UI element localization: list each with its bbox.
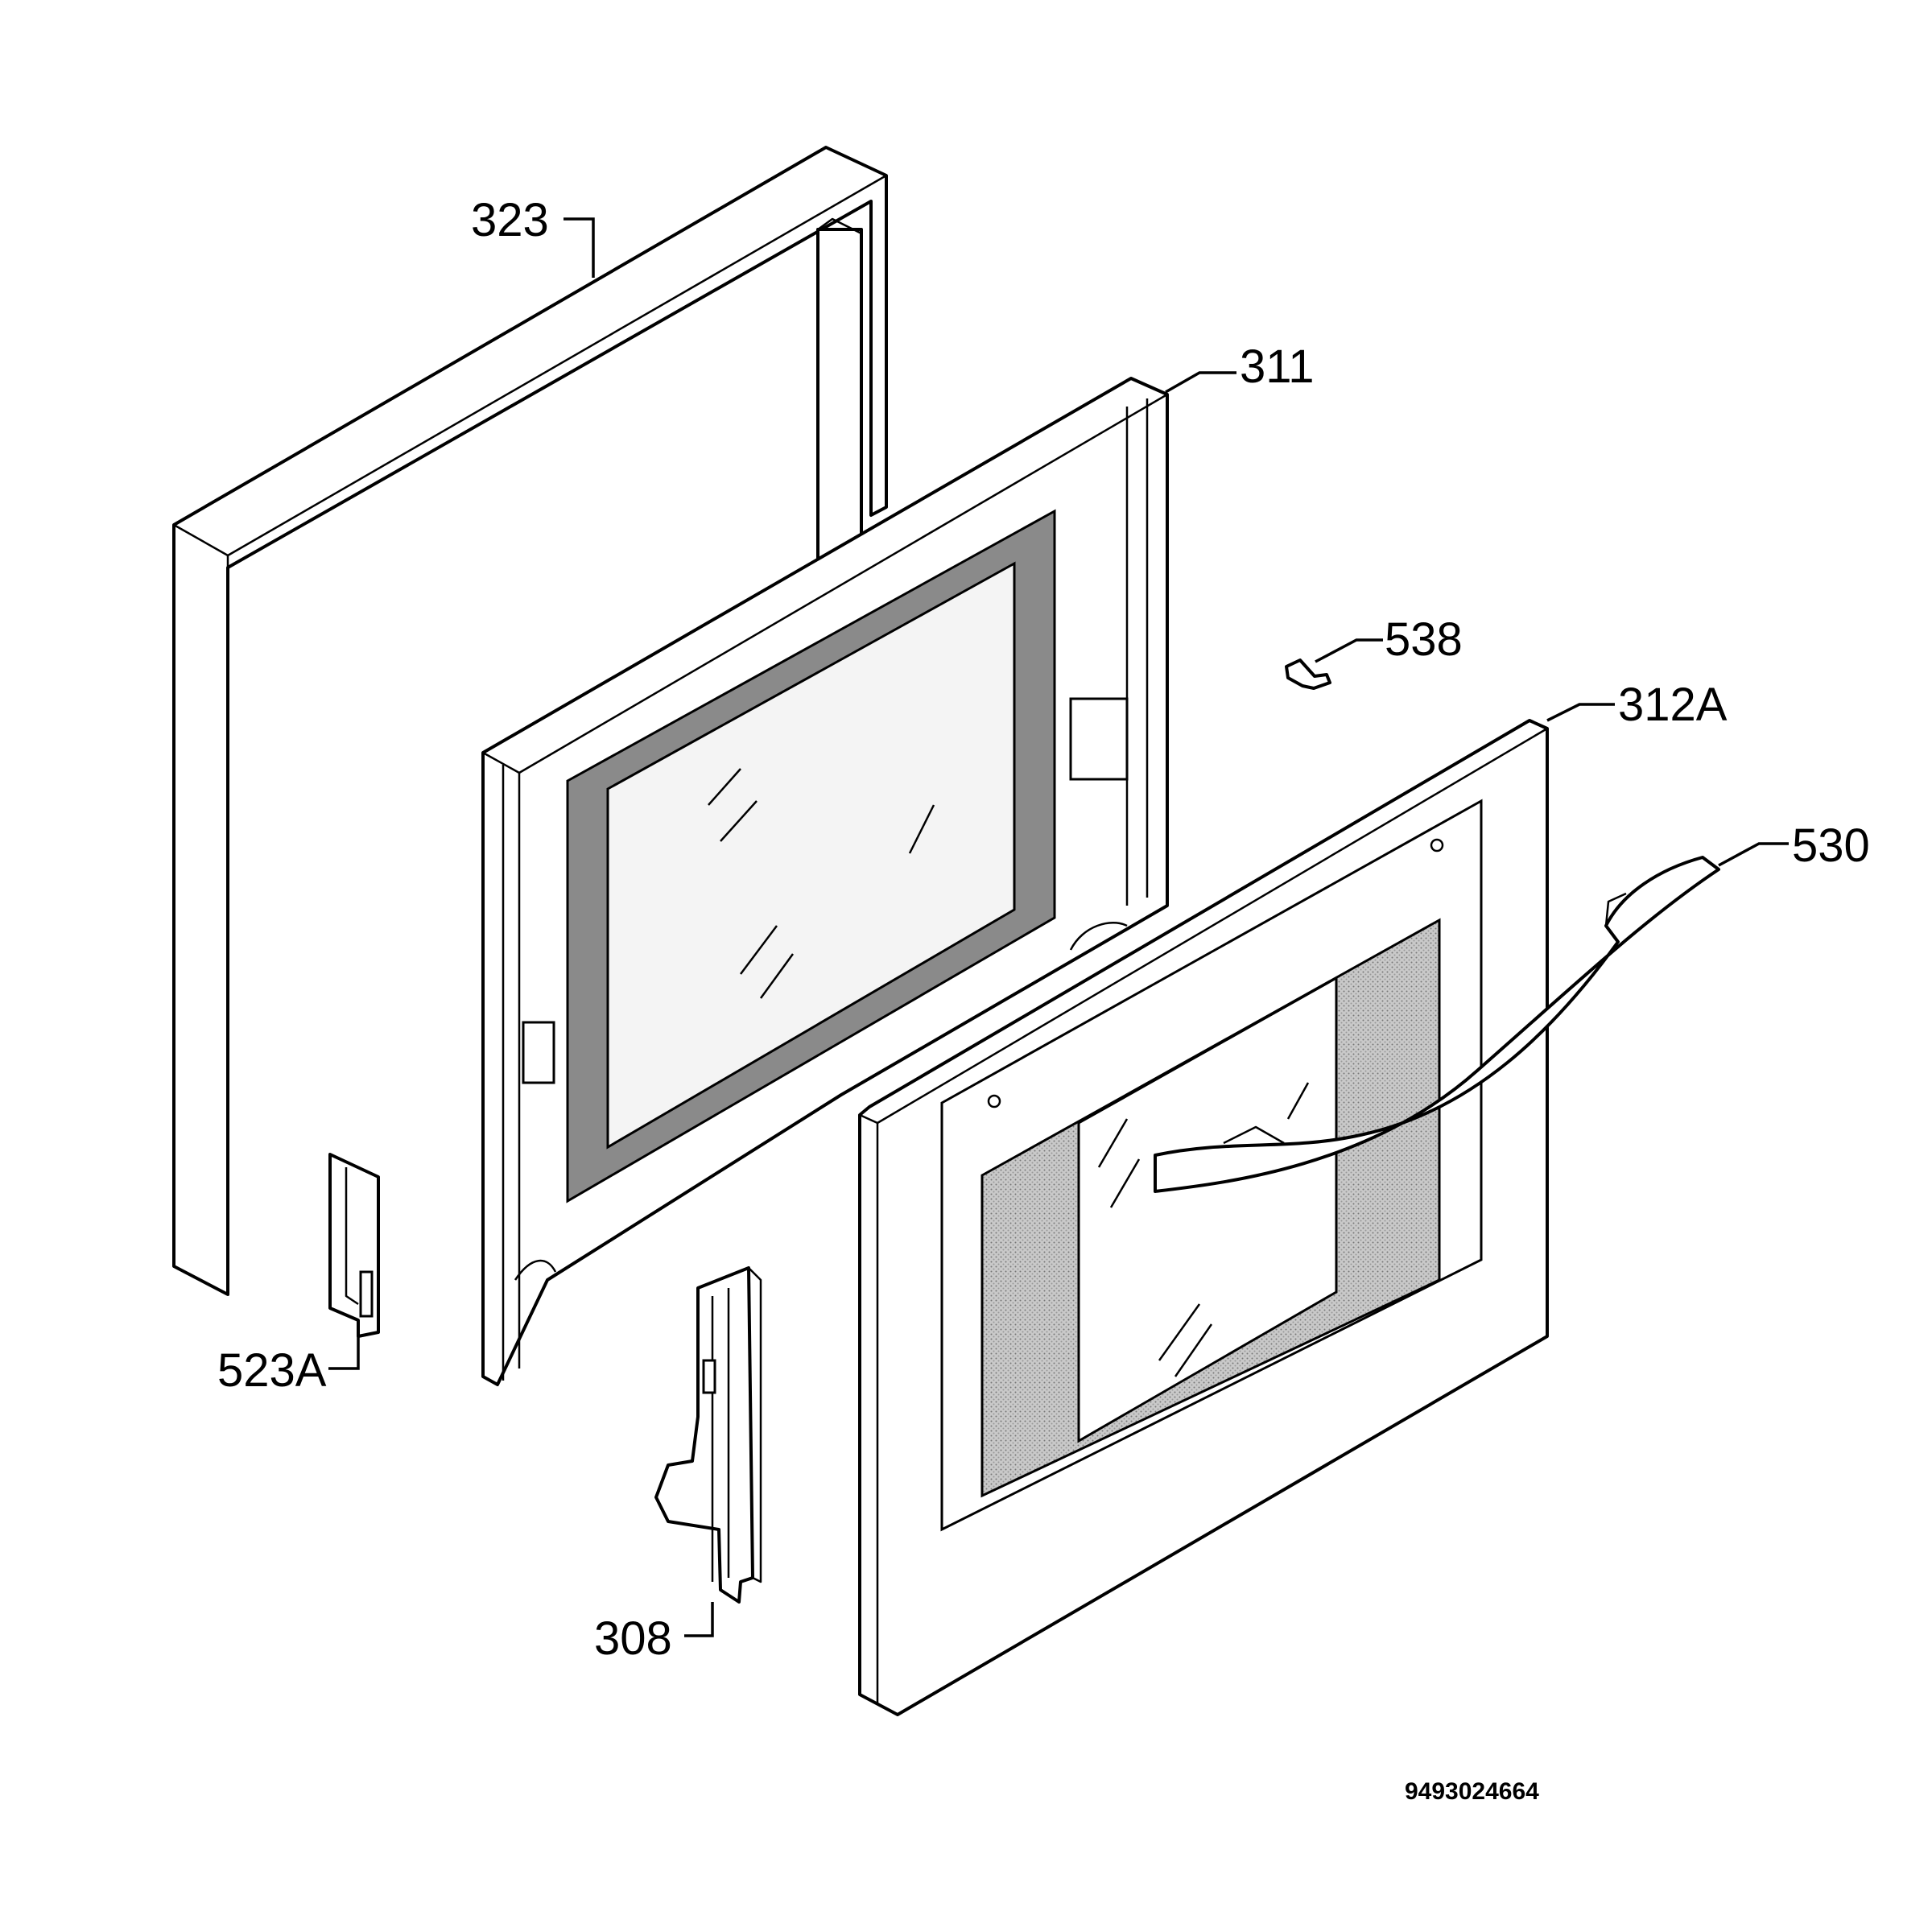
leader-308 xyxy=(684,1602,714,1637)
leader-323 xyxy=(564,217,595,278)
drawing-code: 9493024664 xyxy=(1405,1778,1539,1805)
screw-part-538 xyxy=(1285,658,1331,690)
inner-door-panel-part-311 xyxy=(481,377,1169,1386)
latch-part-523a xyxy=(328,1153,380,1338)
leader-538 xyxy=(1315,638,1383,663)
hinge-bracket-left xyxy=(522,1021,555,1084)
door-handle-part-530 xyxy=(1154,856,1720,1193)
leader-523a xyxy=(328,1336,360,1370)
label-538: 538 xyxy=(1385,613,1463,666)
label-312a: 312A xyxy=(1618,679,1728,731)
leader-311 xyxy=(1165,371,1236,394)
hinge-part-308 xyxy=(654,1266,762,1604)
label-530: 530 xyxy=(1792,819,1870,872)
inner-glass xyxy=(606,561,1016,1150)
leader-530 xyxy=(1718,842,1789,867)
hinge-bracket-right xyxy=(1069,697,1129,781)
label-308: 308 xyxy=(594,1612,672,1665)
label-523a: 523A xyxy=(217,1344,327,1397)
leader-312a xyxy=(1546,703,1615,722)
label-311: 311 xyxy=(1240,341,1314,393)
label-323: 323 xyxy=(471,194,549,246)
